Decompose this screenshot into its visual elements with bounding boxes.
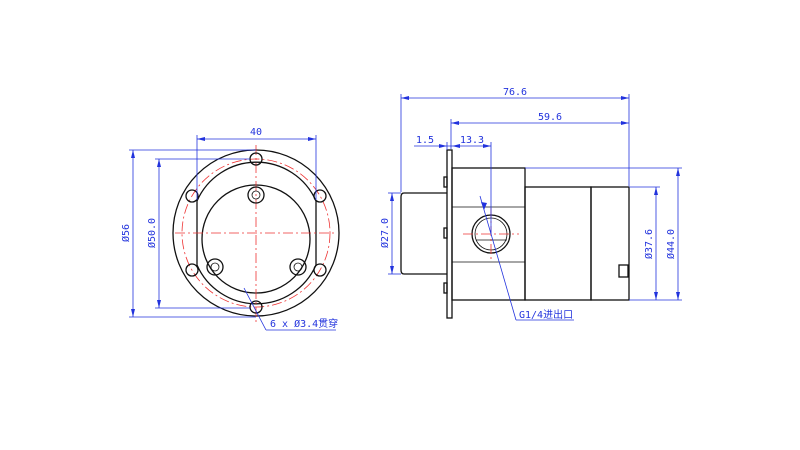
screw-socket: [293, 262, 303, 272]
hole-note-leader: 6 x Ø3.4贯穿: [243, 287, 338, 331]
dim-shaft-dia-label: Ø27.0: [379, 218, 391, 248]
dim-flange-thickness-label: 1.5: [416, 135, 434, 146]
screw-socket: [251, 190, 261, 200]
dimension-76-6: 76.6: [400, 87, 630, 192]
screw-socket: [210, 262, 220, 272]
dimension-1-5-13-3: 1.5 13.3: [414, 135, 492, 234]
screw-head: [289, 258, 307, 276]
screw-head: [206, 258, 224, 276]
dim-motor-dia-label: Ø37.6: [643, 229, 655, 259]
port-note-label: G1/4进出口: [519, 308, 573, 321]
front-view: 40 Ø56 Ø50.0 6 x Ø3.4贯穿: [120, 127, 340, 331]
dim-block-height-label: Ø44.0: [665, 229, 677, 259]
flange-screw: [443, 282, 448, 294]
dim-bolt-circle-label: Ø50.0: [146, 218, 158, 248]
bolt-hole: [249, 300, 263, 314]
connector-tab: [618, 264, 629, 278]
motor-end-cap: [590, 186, 630, 301]
inlet-cylinder: [400, 192, 447, 275]
dimension-40: 40: [196, 127, 317, 200]
hole-note-label: 6 x Ø3.4贯穿: [270, 317, 338, 330]
bolt-hole: [185, 189, 199, 203]
screw-head: [247, 186, 265, 204]
bolt-hole: [185, 263, 199, 277]
dimension-44: Ø44.0: [525, 167, 682, 300]
side-view: 76.6 59.6 1.5 13.3 Ø27.0: [379, 87, 682, 321]
dimension-56: Ø56: [120, 149, 256, 318]
mounting-flange: [446, 149, 453, 319]
dimension-27: Ø27.0: [379, 192, 401, 275]
screw-heads: [206, 186, 307, 276]
dimension-59-6: 59.6: [450, 112, 629, 149]
port-note-leader: G1/4进出口: [479, 195, 574, 321]
dim-port-offset-label: 13.3: [460, 135, 484, 146]
flange-screw: [443, 176, 448, 188]
dimension-50: Ø50.0: [146, 158, 250, 309]
bolt-holes: [185, 152, 327, 314]
dim-outer-dia-label: Ø56: [120, 224, 132, 242]
dim-width-label: 40: [250, 127, 262, 138]
flange-screw: [443, 227, 448, 239]
dimension-37-6: Ø37.6: [629, 186, 682, 301]
dim-total-length-label: 76.6: [503, 87, 527, 98]
bolt-hole: [313, 189, 327, 203]
dim-body-length-label: 59.6: [538, 112, 562, 123]
motor-section: [524, 186, 592, 301]
bolt-hole: [313, 263, 327, 277]
